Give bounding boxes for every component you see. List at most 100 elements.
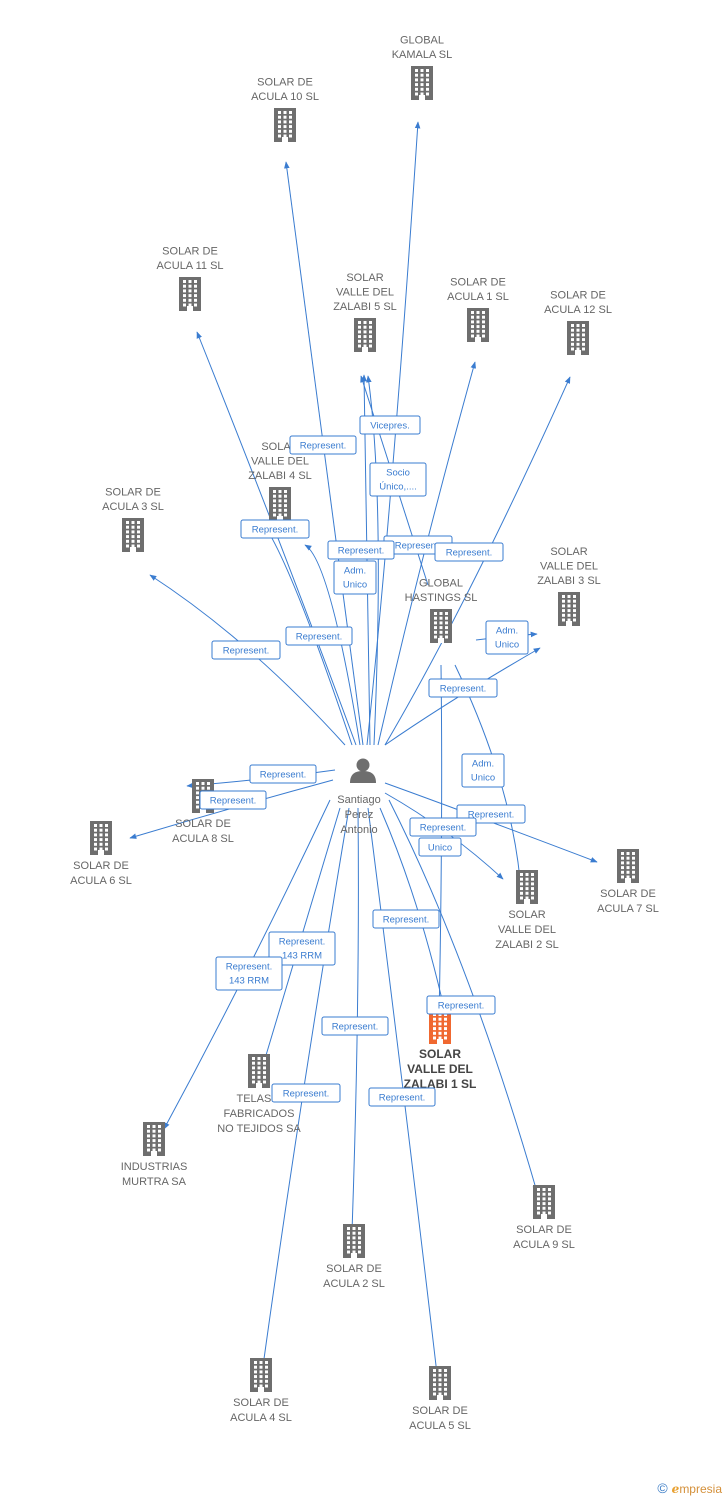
- company-name-line: VALLE DEL: [336, 287, 394, 299]
- company-name-line: SOLAR DE: [550, 290, 606, 302]
- relation-label[interactable]: Represent.: [211, 640, 281, 660]
- building-icon: [179, 277, 201, 311]
- relation-label[interactable]: SocioÚnico,....: [369, 462, 427, 497]
- company-name-line: ACULA 2 SL: [323, 1278, 385, 1290]
- relation-label[interactable]: Represent.: [434, 542, 504, 562]
- relation-label[interactable]: Represent.143 RRM: [215, 956, 283, 991]
- relation-edge: [388, 799, 538, 1193]
- relation-label-box: [240, 519, 310, 539]
- relation-label[interactable]: Represent.: [327, 540, 395, 560]
- relation-label-box: [368, 1087, 436, 1107]
- relation-label[interactable]: Represent.: [428, 678, 498, 698]
- relation-label-text: Adm.: [472, 759, 494, 770]
- relation-label[interactable]: Represent.: [271, 1083, 341, 1103]
- company-name-line: SOLAR: [508, 909, 545, 921]
- relation-label[interactable]: Adm.Unico: [333, 560, 377, 595]
- relation-label-box: [321, 1016, 389, 1036]
- building-icon: [122, 518, 144, 552]
- relation-edge: [304, 544, 361, 746]
- relation-label[interactable]: Represent.: [199, 790, 267, 810]
- relation-label[interactable]: Represent.: [285, 626, 353, 646]
- relation-label[interactable]: Adm.Unico: [461, 753, 505, 788]
- relation-label-box: [285, 626, 353, 646]
- relation-label[interactable]: Represent.: [321, 1016, 389, 1036]
- company-name-line: GLOBAL: [419, 578, 463, 590]
- relation-label-box: [372, 909, 440, 929]
- building-icon: [533, 1185, 555, 1219]
- relation-label[interactable]: Represent.: [289, 435, 357, 455]
- company-name-line: SOLAR: [419, 1047, 461, 1061]
- building-icon: [467, 308, 489, 342]
- relation-label-box: [426, 995, 496, 1015]
- relation-label-text: Adm.: [344, 566, 366, 577]
- building-icon: [248, 1054, 270, 1088]
- company-name-line: FABRICADOS: [224, 1108, 295, 1120]
- relation-label-text: Represent.: [338, 546, 384, 557]
- company-name-line: SOLAR DE: [257, 77, 313, 89]
- company-name-line: VALLE DEL: [251, 456, 309, 468]
- relation-label-text: Represent.: [446, 548, 492, 559]
- relation-label-box: [461, 753, 505, 788]
- company-name-line: SOLAR DE: [175, 818, 231, 830]
- relation-label-box: [409, 817, 477, 837]
- relation-label[interactable]: Represent.: [409, 817, 477, 837]
- relation-label-text: 143 RRM: [229, 976, 269, 987]
- building-icon: [274, 108, 296, 142]
- relation-label[interactable]: Represent.: [368, 1087, 436, 1107]
- relation-label[interactable]: Represent.: [240, 519, 310, 539]
- relation-label[interactable]: Unico: [418, 837, 462, 857]
- relation-label-text: Represent.: [438, 1001, 484, 1012]
- building-icon: [516, 870, 538, 904]
- person-node[interactable]: Santiago Perez Antonio: [337, 758, 381, 837]
- relation-label[interactable]: Represent.: [426, 995, 496, 1015]
- building-icon: [250, 1358, 272, 1392]
- relation-label-text: Represent.: [383, 915, 429, 926]
- relation-label[interactable]: Vicepres.: [359, 415, 421, 435]
- relation-label-text: Adm.: [496, 626, 518, 637]
- building-icon: [558, 592, 580, 626]
- relation-label-text: Represent.: [332, 1022, 378, 1033]
- relation-label-text: Represent.: [283, 1089, 329, 1100]
- company-name-line: KAMALA SL: [392, 49, 453, 61]
- company-name-line: ACULA 6 SL: [70, 875, 132, 887]
- company-name-line: VALLE DEL: [540, 561, 598, 573]
- relation-label[interactable]: Represent.143 RRM: [268, 931, 336, 966]
- relation-label-text: 143 RRM: [282, 951, 322, 962]
- relation-label-box: [271, 1083, 341, 1103]
- building-icon: [269, 487, 291, 521]
- company-name-line: ZALABI 2 SL: [495, 939, 559, 951]
- company-name-line: SOLAR: [261, 441, 298, 453]
- relation-label[interactable]: Represent.: [249, 764, 317, 784]
- relation-edge: [196, 331, 357, 746]
- company-name-line: SOLAR DE: [162, 246, 218, 258]
- relation-label[interactable]: Represent.: [372, 909, 440, 929]
- company-name-line: SOLAR DE: [450, 277, 506, 289]
- relation-label[interactable]: Adm.Unico: [485, 620, 529, 655]
- relation-label-box: [289, 435, 357, 455]
- relation-edge: [384, 376, 571, 746]
- relation-label-text: Represent.: [440, 684, 486, 695]
- company-name-line: SOLAR DE: [516, 1224, 572, 1236]
